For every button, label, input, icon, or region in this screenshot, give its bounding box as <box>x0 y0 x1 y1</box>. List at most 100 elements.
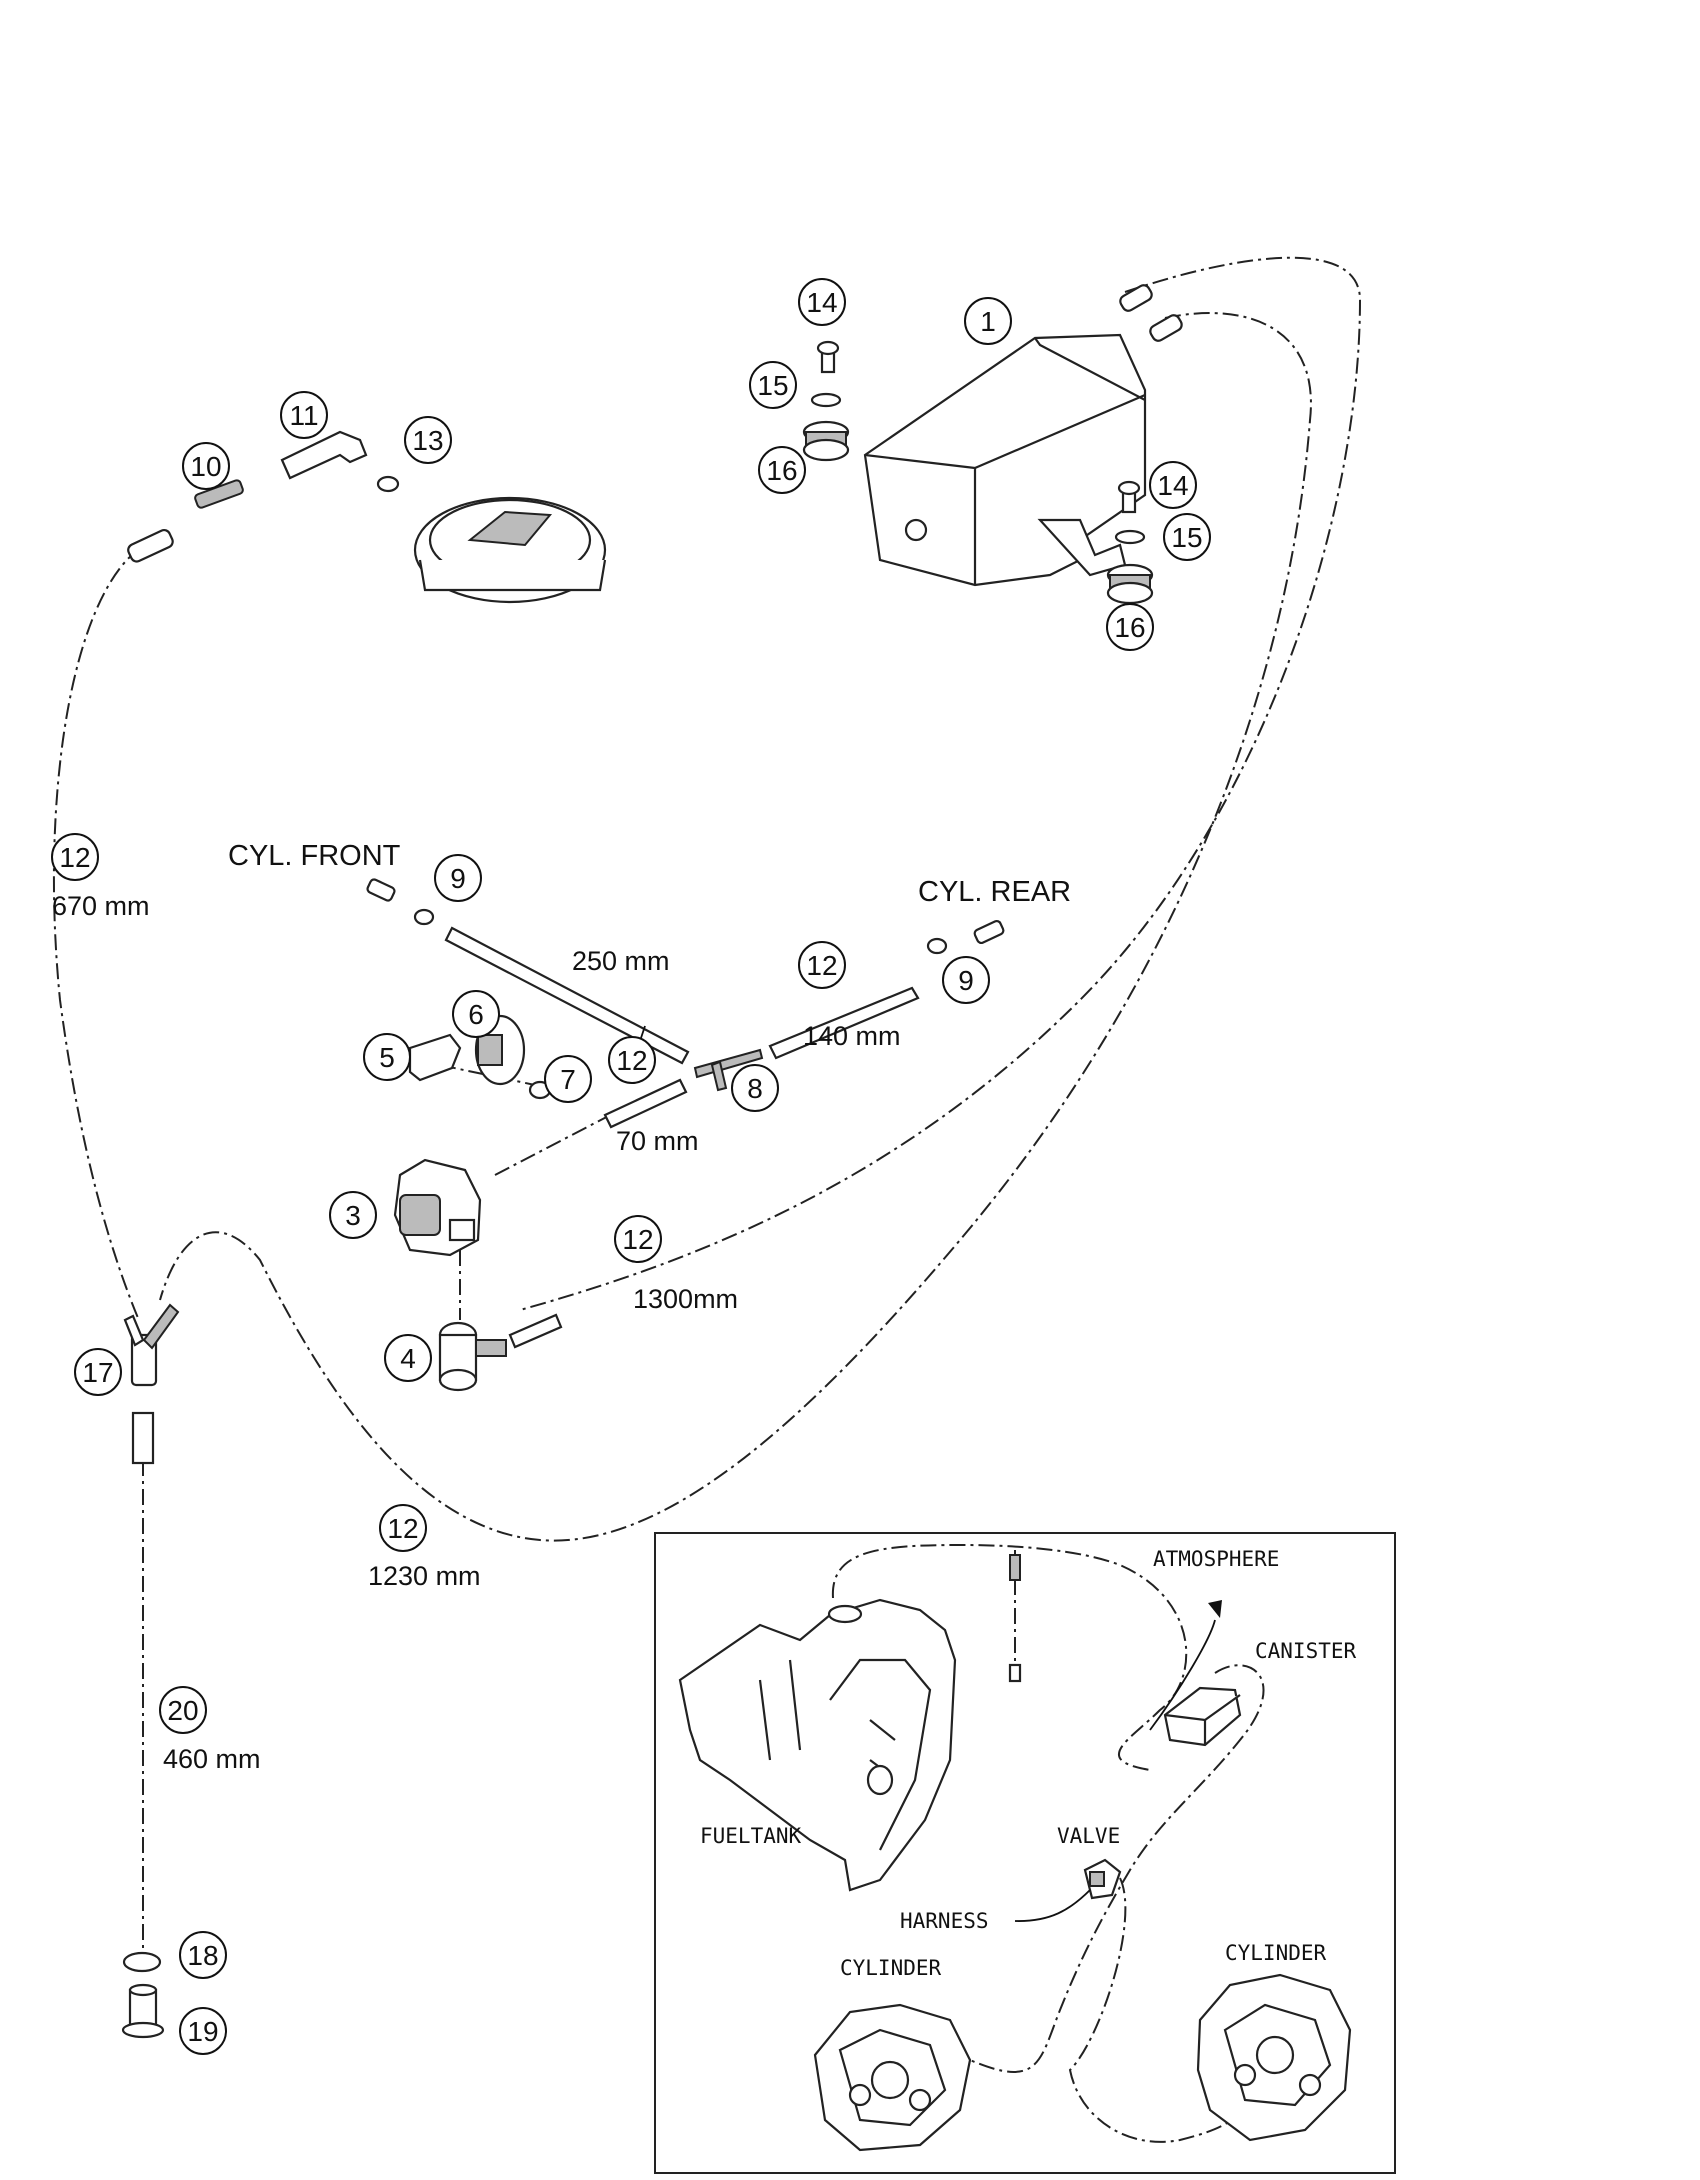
dim-460: 460 mm <box>163 1744 261 1774</box>
callout-3: 3 <box>329 1191 377 1239</box>
harness-line <box>1014 1889 1091 1922</box>
tube-70 <box>603 1078 688 1129</box>
svg-text:12: 12 <box>622 1224 653 1255</box>
inset-hose-canister <box>909 1664 1265 2073</box>
hose-end-top-b <box>1149 314 1183 342</box>
atmosphere-arrow-line <box>1149 1619 1216 1731</box>
cap-19-part <box>121 1983 165 2039</box>
svg-text:20: 20 <box>167 1695 198 1726</box>
callout-18: 18 <box>179 1931 227 1979</box>
svg-text:15: 15 <box>1171 522 1202 553</box>
dim-140: 140 mm <box>803 1021 901 1051</box>
hose-end-top-a <box>1119 284 1153 312</box>
callout-13: 13 <box>404 416 452 464</box>
svg-text:14: 14 <box>1157 470 1188 501</box>
elbow-hose-part <box>280 430 368 480</box>
dim-70: 70 mm <box>616 1126 699 1156</box>
nipple-rear <box>973 919 1005 945</box>
svg-text:11: 11 <box>289 400 318 431</box>
callout-1: 1 <box>964 297 1012 345</box>
svg-text:12: 12 <box>387 1513 418 1544</box>
inset-label-cylinder-right: CYLINDER <box>1225 1941 1327 1965</box>
svg-text:18: 18 <box>187 1940 218 1971</box>
svg-text:3: 3 <box>345 1200 361 1231</box>
callout-5: 5 <box>363 1033 411 1081</box>
svg-text:6: 6 <box>468 999 484 1030</box>
svg-text:19: 19 <box>187 2016 218 2047</box>
inset-valve-sketch <box>1083 1858 1122 1900</box>
svg-text:17: 17 <box>82 1357 113 1388</box>
svg-text:1: 1 <box>980 306 996 337</box>
bracket-5-part <box>408 1033 462 1082</box>
svg-text:12: 12 <box>59 842 90 873</box>
callout-9a: 9 <box>434 854 482 902</box>
hose-1230 <box>159 312 1312 1542</box>
tube-20-top <box>131 1411 155 1465</box>
nipple-front <box>366 878 396 902</box>
inset-hose-cyl-right <box>1068 1877 1246 2143</box>
inset-cap <box>1008 1663 1022 1683</box>
dim-670: 670 mm <box>52 891 150 921</box>
svg-text:10: 10 <box>190 451 221 482</box>
callout-12c: 12 <box>608 1036 656 1084</box>
hose-valve-link <box>494 1109 621 1176</box>
callout-7: 7 <box>544 1055 592 1103</box>
callout-12d: 12 <box>614 1215 662 1263</box>
inset-hose-top <box>831 1543 1188 1771</box>
callout-15b: 15 <box>1163 513 1211 561</box>
label-cyl-rear: CYL. REAR <box>918 876 1071 908</box>
callout-8: 8 <box>731 1064 779 1112</box>
hose-end-left <box>127 528 174 563</box>
callout-16b: 16 <box>1106 603 1154 651</box>
system-inset: ATMOSPHERE CANISTER FUELTANK VALVE HARNE… <box>654 1532 1396 2174</box>
svg-text:9: 9 <box>450 863 466 894</box>
svg-text:12: 12 <box>616 1045 647 1076</box>
inset-label-atmosphere: ATMOSPHERE <box>1153 1547 1279 1571</box>
canister-part <box>863 333 1147 587</box>
svg-text:5: 5 <box>379 1042 395 1073</box>
svg-text:15: 15 <box>757 370 788 401</box>
callout-11: 11 <box>280 391 328 439</box>
svg-text:12: 12 <box>806 950 837 981</box>
callout-15a: 15 <box>749 361 797 409</box>
tube-250 <box>444 926 690 1065</box>
clamp-18-part <box>122 1951 162 1973</box>
clamp-9a <box>413 908 435 926</box>
clamp-13-part <box>376 475 400 493</box>
svg-text:7: 7 <box>560 1064 576 1095</box>
svg-text:16: 16 <box>766 455 797 486</box>
inset-label-canister: CANISTER <box>1255 1639 1357 1663</box>
callout-9b: 9 <box>942 956 990 1004</box>
hose-1300 <box>519 256 1362 1311</box>
label-cyl-front: CYL. FRONT <box>228 840 401 872</box>
hose-670 <box>52 547 141 1319</box>
inset-tee <box>1009 1554 1021 1581</box>
svg-text:4: 4 <box>400 1343 416 1374</box>
inset-cylinder-left-sketch <box>813 2003 972 2152</box>
svg-text:16: 16 <box>1114 612 1145 643</box>
inset-label-valve: VALVE <box>1057 1824 1120 1848</box>
callout-19: 19 <box>179 2007 227 2055</box>
dim-1230: 1230 mm <box>368 1561 481 1591</box>
clamp-9b <box>926 937 948 955</box>
callout-20: 20 <box>159 1686 207 1734</box>
valve-3-part <box>393 1158 482 1257</box>
svg-text:14: 14 <box>806 287 837 318</box>
tee-piece-17 <box>123 1303 180 1387</box>
callout-14b: 14 <box>1149 461 1197 509</box>
fuel-cap-part <box>413 496 607 604</box>
callout-17: 17 <box>74 1348 122 1396</box>
fuel-tank-sketch <box>678 1598 957 1892</box>
tube-1300-end <box>508 1313 563 1349</box>
tee-fitting-8 <box>693 1048 764 1092</box>
dim-1300: 1300mm <box>633 1284 738 1314</box>
tube-140 <box>768 986 920 1060</box>
callout-4: 4 <box>384 1334 432 1382</box>
inset-label-fueltank: FUELTANK <box>700 1824 802 1848</box>
svg-text:9: 9 <box>958 965 974 996</box>
svg-text:8: 8 <box>747 1073 763 1104</box>
callout-12e: 12 <box>379 1504 427 1552</box>
callout-12a: 12 <box>51 833 99 881</box>
hose-bracket-leader <box>439 1064 536 1086</box>
